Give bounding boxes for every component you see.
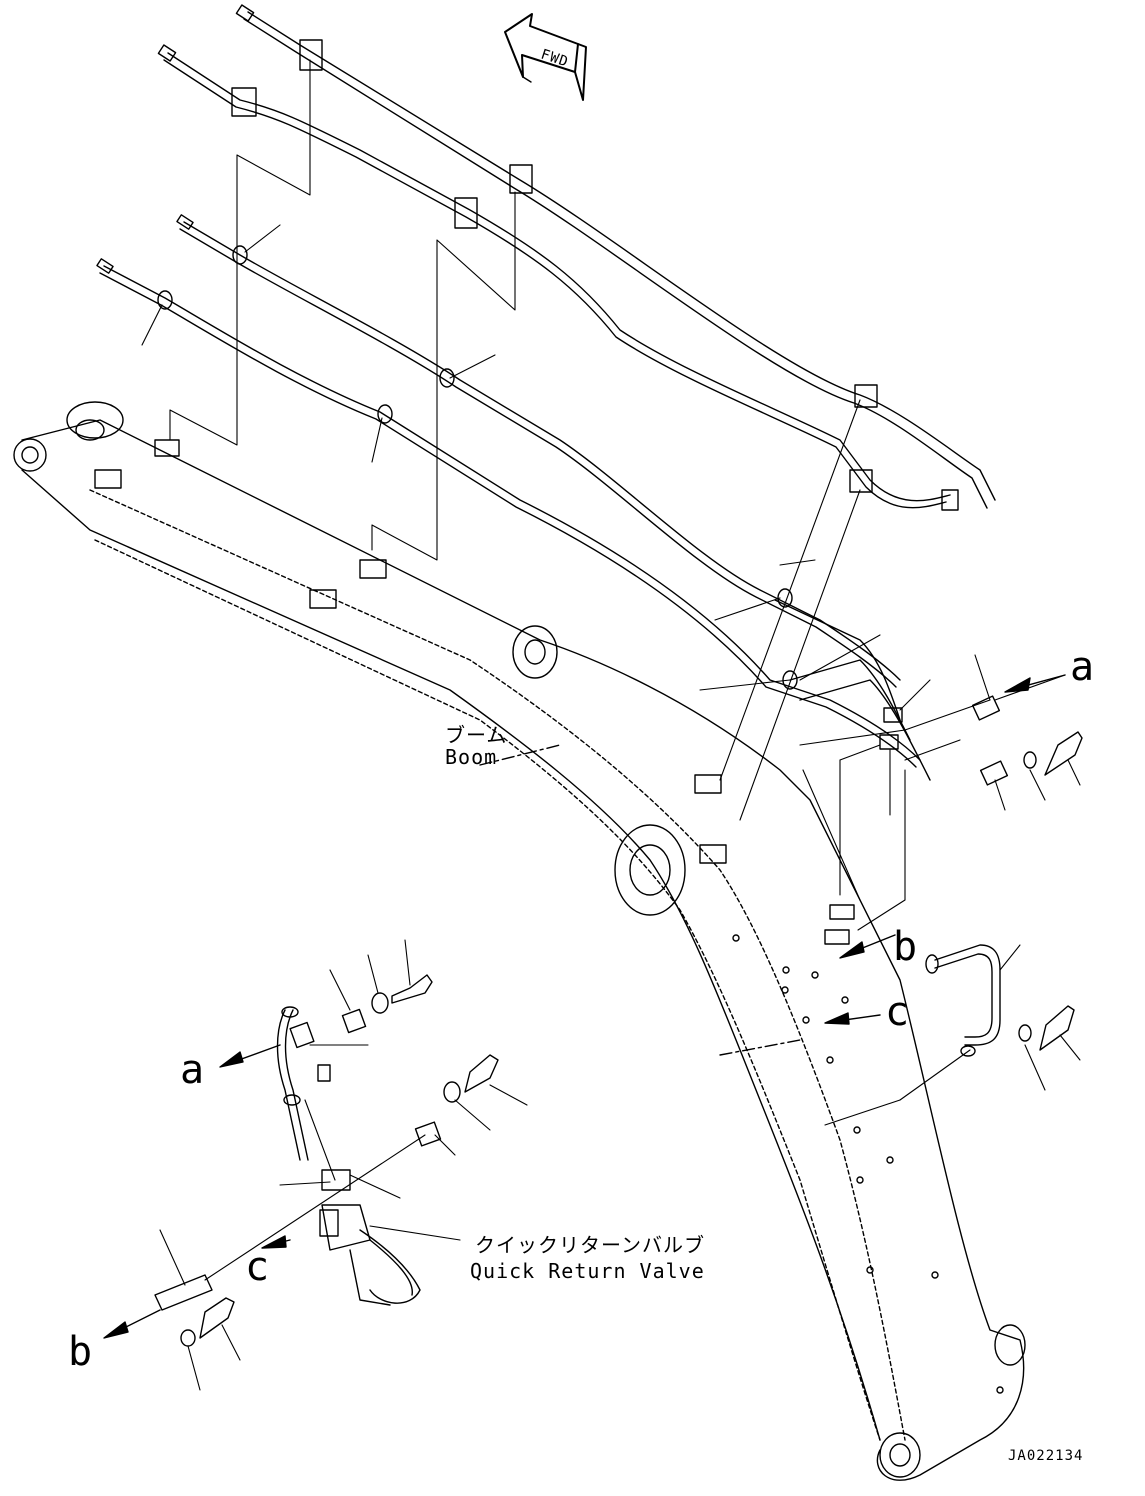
fwd-arrow-icon: FWD	[504, 13, 587, 101]
callout-b-right: b	[893, 924, 917, 970]
callout-c-right: c	[885, 989, 909, 1035]
valve-label-en: Quick Return Valve	[470, 1259, 705, 1283]
bracket-leader-lines	[169, 59, 861, 821]
valve-assembly	[154, 974, 499, 1347]
right-leader-lines	[141, 224, 1081, 1126]
drawing-code: JA022134	[1008, 1448, 1083, 1464]
callout-b-bottom: b	[68, 1329, 92, 1375]
right-fitting-group	[879, 695, 1083, 1057]
valve-label-jp: クイックリターンバルブ	[475, 1233, 705, 1257]
boom-body	[13, 401, 1026, 1481]
boom-brackets	[94, 439, 1004, 1394]
callout-arrows	[103, 674, 1066, 1339]
fwd-label: FWD	[539, 47, 571, 71]
boom-label-en: Boom	[445, 745, 497, 769]
pipe-clamps	[157, 39, 959, 690]
hydraulic-pipes	[99, 11, 996, 781]
callout-c-bottom: c	[245, 1244, 269, 1290]
callout-a-bottom: a	[180, 1047, 204, 1093]
boom-label-jp: ブーム	[445, 723, 507, 747]
callout-a-top: a	[1070, 644, 1094, 690]
valve-leader-lines	[159, 939, 528, 1391]
pipe-end-fittings	[96, 4, 255, 274]
